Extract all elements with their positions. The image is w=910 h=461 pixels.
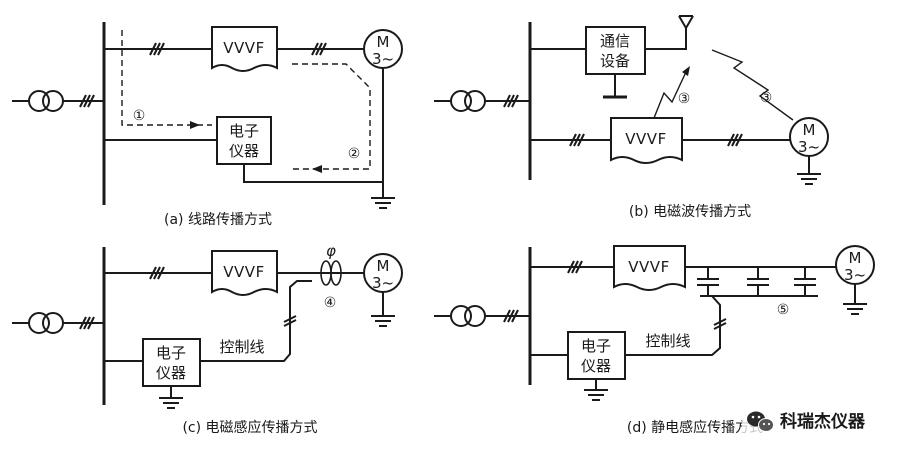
three-phase-mark-a1 — [79, 94, 95, 108]
ground-symbol-d-motor — [843, 303, 867, 315]
ground-symbol-a — [371, 197, 395, 209]
instrument-c-line2: 仪器 — [156, 364, 186, 382]
wechat-icon — [747, 411, 774, 432]
em-wave-from-vvvf: ③ — [653, 66, 691, 119]
phi-label: φ — [326, 242, 336, 260]
watermark: 科瑞杰仪器 — [742, 403, 904, 439]
panel-a: VVVF M 3~ 电子 仪器 ① ② — [12, 22, 403, 228]
path-3a-label: ③ — [678, 91, 691, 107]
transformer-symbol-c — [28, 312, 64, 334]
panel-d: VVVF M 3~ ⑤ 电子 仪器 控 — [434, 245, 875, 436]
vvvf-label-d: VVVF — [628, 258, 669, 276]
vvvf-inverter-c: VVVF — [211, 250, 278, 296]
control-wire-c — [200, 280, 312, 362]
motor-b-label-top: M — [803, 121, 816, 139]
instrument-d-line2: 仪器 — [581, 357, 611, 375]
caption-a: (a) 线路传播方式 — [164, 212, 272, 228]
transformer-symbol-a — [28, 90, 64, 112]
motor-d: M 3~ — [835, 245, 875, 285]
instrument-c-line1: 电子 — [156, 344, 186, 362]
motor-c: M 3~ — [363, 253, 403, 293]
antenna-icon — [678, 15, 694, 29]
motor-a-label-top: M — [377, 33, 390, 51]
panel-b: 通信 设备 VVVF M 3~ ③ — [434, 15, 829, 220]
path-5-label: ⑤ — [777, 302, 790, 318]
ground-symbol-d-instrument — [584, 389, 608, 401]
control-line-label-c: 控制线 — [219, 338, 264, 356]
motor-d-label-bottom: 3~ — [844, 266, 866, 284]
transformer-symbol-d — [450, 305, 486, 327]
motor-a: M 3~ — [363, 29, 403, 69]
instrument-d-line1: 电子 — [581, 337, 611, 355]
panel-c: VVVF φ ④ M 3~ 电子 仪器 控制线 (c — [12, 242, 403, 436]
ground-symbol-c-motor — [371, 315, 395, 327]
interference-path-2: ② — [290, 63, 371, 173]
motor-c-label-bottom: 3~ — [372, 274, 394, 292]
communication-equipment: 通信 设备 — [585, 26, 646, 75]
path-2-label: ② — [348, 146, 361, 162]
caption-b: (b) 电磁波传播方式 — [629, 204, 751, 220]
motor-b: M 3~ — [789, 117, 829, 157]
vvvf-inverter-d: VVVF — [613, 245, 686, 291]
comm-label-line2: 设备 — [600, 52, 630, 70]
path-3b-label: ③ — [760, 90, 773, 106]
vvvf-label-b: VVVF — [625, 130, 666, 148]
path-1-label: ① — [133, 108, 146, 124]
control-line-label-d: 控制线 — [645, 332, 690, 350]
control-wire-d — [625, 295, 721, 356]
interference-path-1: ① — [121, 30, 212, 129]
vvvf-inverter-b: VVVF — [610, 117, 683, 164]
watermark-text: 科瑞杰仪器 — [780, 411, 866, 432]
electronic-instrument-a: 电子 仪器 — [216, 116, 272, 165]
motor-b-label-bottom: 3~ — [798, 138, 820, 156]
magnetic-flux-rings: φ — [320, 242, 342, 286]
caption-c: (c) 电磁感应传播方式 — [182, 419, 317, 436]
comm-label-line1: 通信 — [600, 32, 630, 50]
instrument-a-line1: 电子 — [229, 122, 259, 140]
motor-a-label-bottom: 3~ — [372, 50, 394, 68]
ground-symbol-c-instrument — [159, 397, 183, 409]
electronic-instrument-c: 电子 仪器 — [142, 338, 201, 387]
vvvf-inverter-a: VVVF — [211, 26, 278, 72]
em-wave-from-motor: ③ — [711, 49, 794, 121]
vvvf-label-a: VVVF — [223, 39, 264, 57]
vvvf-label-c: VVVF — [223, 263, 264, 281]
instrument-a-line2: 仪器 — [229, 142, 259, 160]
transformer-symbol-b — [450, 90, 486, 112]
electronic-instrument-d: 电子 仪器 — [567, 331, 626, 380]
motor-d-label-top: M — [849, 249, 862, 267]
motor-c-label-top: M — [377, 257, 390, 275]
path-4-label: ④ — [324, 295, 337, 311]
ground-symbol-b — [797, 173, 821, 185]
stray-capacitors — [697, 267, 818, 297]
caption-d: (d) 静电感应传播方式 — [627, 419, 763, 436]
